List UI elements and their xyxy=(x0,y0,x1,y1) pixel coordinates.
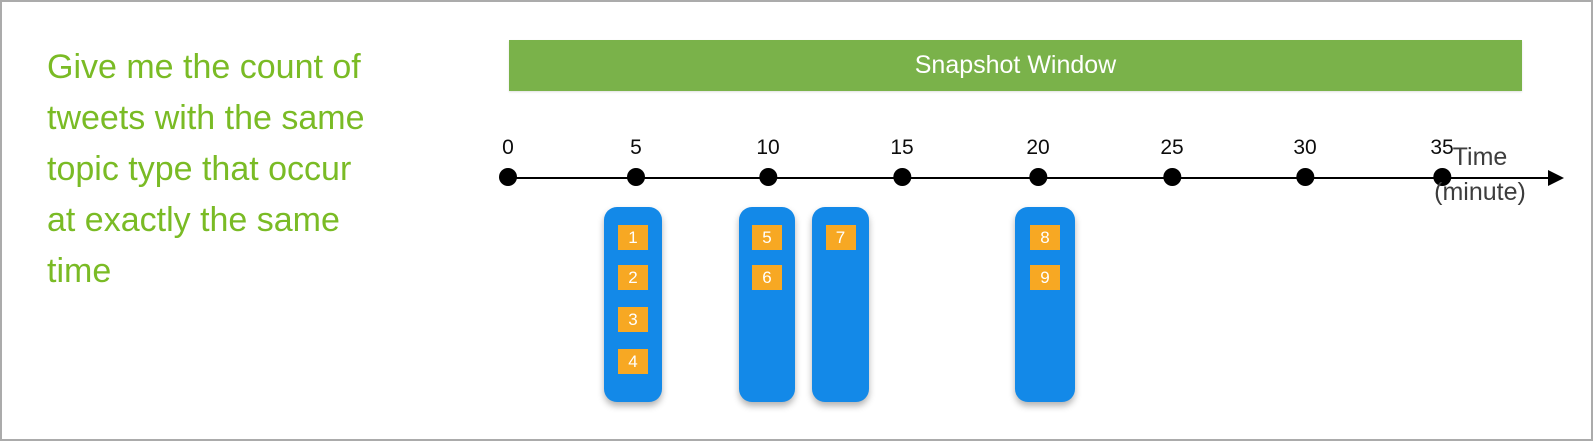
tick-dot-icon xyxy=(1162,168,1181,186)
tick-label: 5 xyxy=(630,136,642,159)
tweet-1: 1 xyxy=(618,225,648,250)
question-line: tweets with the same xyxy=(47,99,365,137)
tick-dot-icon xyxy=(1028,168,1047,186)
tweet-group-minute-20: 8 9 xyxy=(1015,207,1075,402)
tweet-7: 7 xyxy=(825,225,856,250)
tweet-group-minute-13: 7 xyxy=(812,207,869,402)
tick-minute-35: 35 xyxy=(1430,133,1454,186)
tick-label: 10 xyxy=(756,136,780,159)
question-line: Give me the count of xyxy=(47,48,361,86)
tick-minute-5: 5 xyxy=(627,133,645,186)
tick-minute-25: 25 xyxy=(1160,133,1184,186)
timeline-axis-line xyxy=(508,177,1548,179)
tick-minute-0: 0 xyxy=(499,133,517,186)
question-text: Give me the count of tweets with the sam… xyxy=(47,42,364,297)
tick-label: 0 xyxy=(502,136,514,159)
tweet-group-minute-10: 5 6 xyxy=(739,207,795,402)
snapshot-window-label: Snapshot Window xyxy=(914,51,1117,79)
tick-dot-icon xyxy=(892,168,911,186)
tweet-4: 4 xyxy=(618,349,648,374)
tick-label: 25 xyxy=(1160,136,1184,159)
tweet-9: 9 xyxy=(1030,265,1060,290)
tweet-5: 5 xyxy=(752,225,782,250)
tick-label: 30 xyxy=(1293,136,1317,159)
axis-label-time: Time xyxy=(1452,143,1508,171)
tick-label: 15 xyxy=(890,136,914,159)
tweet-group-minute-5: 1 2 3 4 xyxy=(604,207,662,402)
arrow-right-icon xyxy=(1548,170,1564,186)
tweet-6: 6 xyxy=(752,265,782,290)
tweet-2: 2 xyxy=(618,265,648,290)
tick-dot-icon xyxy=(1295,168,1314,186)
snapshot-window-banner: Snapshot Window xyxy=(509,40,1522,91)
tweet-8: 8 xyxy=(1030,225,1060,250)
tick-dot-icon xyxy=(1432,168,1451,186)
tick-minute-10: 10 xyxy=(756,133,780,186)
axis-label-minute: (minute) xyxy=(1434,178,1526,206)
tick-dot-icon xyxy=(627,168,645,186)
tick-dot-icon xyxy=(499,168,517,186)
tick-minute-20: 20 xyxy=(1026,133,1050,186)
tick-minute-15: 15 xyxy=(890,133,914,186)
tick-label: 20 xyxy=(1026,136,1050,159)
question-line: at exactly the same xyxy=(47,201,340,239)
question-line: time xyxy=(47,252,112,290)
question-line: topic type that occur xyxy=(47,150,352,188)
tick-minute-30: 30 xyxy=(1293,133,1317,186)
tweet-3: 3 xyxy=(618,307,648,332)
tick-label: 35 xyxy=(1430,136,1454,159)
tick-dot-icon xyxy=(758,168,777,186)
